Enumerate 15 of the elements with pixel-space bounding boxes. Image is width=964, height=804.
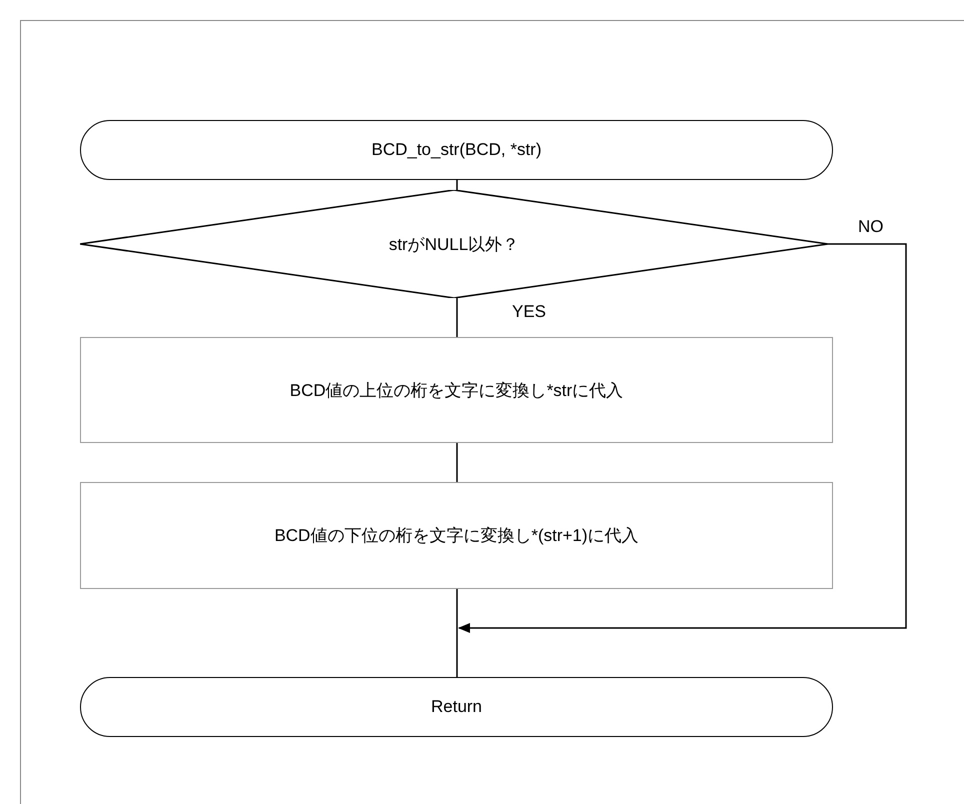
node-text: strがNULL以外？ [388,234,520,256]
arrow [458,243,907,633]
connector-line [456,589,458,677]
process-box [80,482,833,589]
node-text: Return [430,697,482,717]
connector-line [456,298,458,337]
node-text: BCD値の上位の桁を文字に変換し*strに代入 [290,380,624,402]
node-text: BCD値の下位の桁を文字に変換し*(str+1)に代入 [274,525,639,547]
process-box [80,337,833,443]
connector-line [456,443,458,482]
edge-label: YES [512,302,546,322]
connector-line [456,180,458,190]
node-text: BCD_to_str(BCD, *str) [371,140,542,160]
edge-label: NO [858,217,884,237]
decision-diamond [80,190,828,298]
